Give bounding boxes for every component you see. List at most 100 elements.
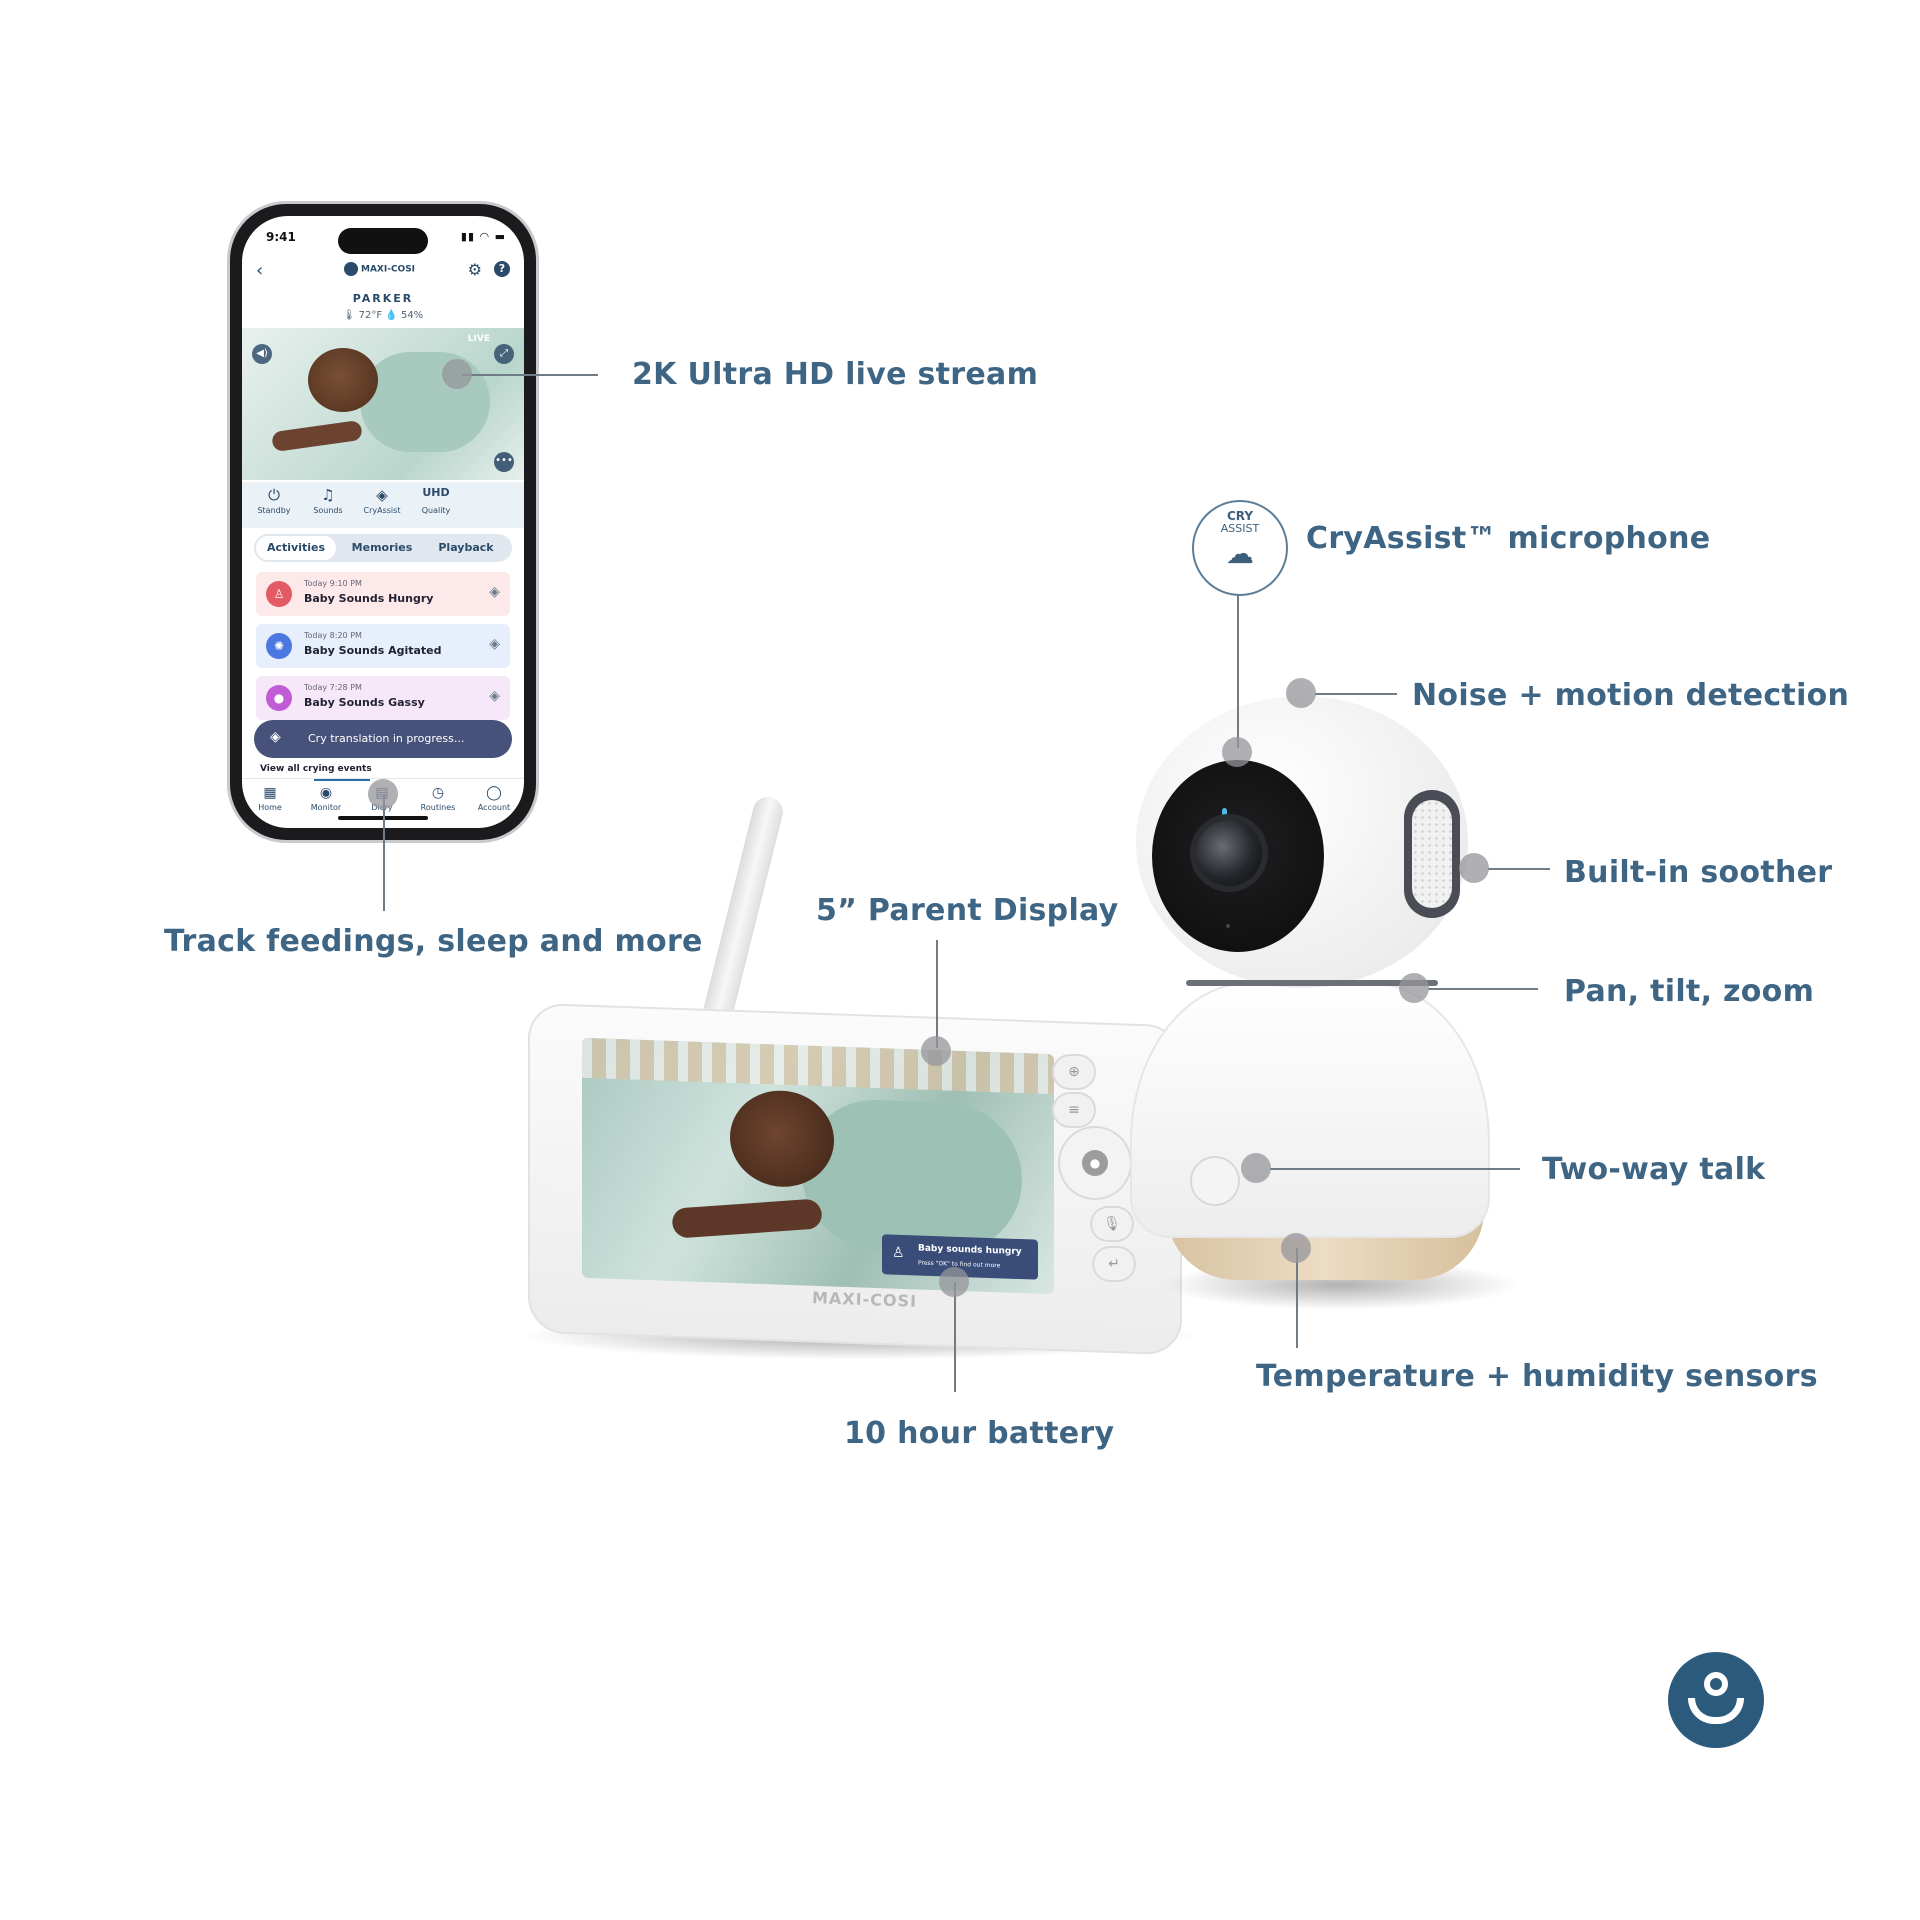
callout-track: Track feedings, sleep and more — [164, 924, 703, 959]
badge-line-1: CRY — [1226, 509, 1254, 523]
control-sounds[interactable]: ♫Sounds — [298, 486, 358, 515]
nav-home[interactable]: ▦Home — [242, 785, 298, 812]
display-antenna — [696, 793, 787, 1044]
leader-line — [1488, 868, 1550, 870]
nav-label: Monitor — [310, 803, 342, 812]
baby-body — [802, 1097, 1022, 1256]
logo-head — [1704, 1672, 1728, 1696]
callout-dot — [368, 779, 398, 809]
expand-icon[interactable]: ⤢ — [494, 344, 514, 364]
ok-icon[interactable]: ● — [1082, 1150, 1108, 1176]
talk-button[interactable]: 🎙 — [1090, 1206, 1134, 1242]
nav-indicator — [314, 779, 370, 781]
two-way-talk-button[interactable] — [1190, 1156, 1240, 1206]
live-label: LIVE — [467, 334, 490, 344]
callout-two-way: Two-way talk — [1542, 1152, 1766, 1187]
more-icon[interactable]: ••• — [494, 452, 514, 472]
nav-label: Routines — [420, 803, 456, 812]
control-quality[interactable]: UHD Quality — [406, 486, 466, 515]
bottle-icon: ♙ — [266, 581, 292, 607]
cry-translation-toast: ◈ Cry translation in progress... — [254, 720, 512, 758]
camera-led — [1222, 808, 1227, 818]
nav-monitor[interactable]: ◉ Monitor — [298, 785, 354, 812]
toast-text: Cry translation in progress... — [308, 732, 465, 745]
control-bar: ⏻Standby ♫Sounds ◈CryAssist UHD Quality — [242, 482, 524, 528]
callout-live-stream: 2K Ultra HD live stream — [632, 357, 1039, 392]
nav-label: Account — [477, 803, 511, 812]
list-item[interactable]: ♙ Today 9:10 PM Baby Sounds Hungry ◈ — [256, 572, 510, 616]
help-icon[interactable]: ? — [494, 261, 510, 277]
baby-head — [730, 1088, 834, 1189]
control-standby[interactable]: ⏻Standby — [244, 486, 304, 515]
leader-line — [1315, 693, 1397, 695]
callout-cryassist: CryAssist™ microphone — [1306, 521, 1711, 556]
bottle-icon: ♙ — [892, 1244, 905, 1262]
camera-lower-body — [1130, 982, 1490, 1238]
baby-arm — [670, 1198, 824, 1239]
callout-dot — [921, 1036, 951, 1066]
back-icon[interactable]: ‹ — [256, 260, 264, 281]
leader-line — [954, 1282, 956, 1392]
activity-time: Today 7:28 PM — [304, 683, 362, 692]
brand-mark-icon — [344, 262, 358, 276]
callout-dot — [1286, 678, 1316, 708]
gear-icon[interactable]: ⚙ — [467, 260, 482, 279]
list-item[interactable]: ● Today 7:28 PM Baby Sounds Gassy ◈ — [256, 676, 510, 720]
cryassist-icon: ◈ — [489, 636, 500, 652]
display-buttons: ⊕ ≡ ● 🎙 ↵ — [1052, 1050, 1142, 1282]
nav-label: Home — [258, 803, 282, 812]
list-item[interactable]: ✺ Today 8:20 PM Baby Sounds Agitated ◈ — [256, 624, 510, 668]
camera-lens — [1196, 820, 1262, 886]
leader-line — [383, 795, 385, 911]
baby-head — [308, 348, 378, 412]
activity-title: Baby Sounds Gassy — [304, 696, 425, 709]
tab-memories[interactable]: Memories — [351, 541, 413, 554]
standby-icon: ⏻ — [268, 486, 280, 504]
display-brand: MAXI-COSI — [811, 1288, 918, 1311]
cryassist-badge: CRY ASSIST ☁ — [1192, 500, 1288, 596]
tab-playback[interactable]: Playback — [438, 541, 494, 554]
phone-screen: 9:41 ▮▮ ◠ ▬ ‹ MAXI-COSI ⚙ ? PARKER 🌡 72°… — [242, 216, 524, 828]
callout-dot — [1222, 737, 1252, 767]
callout-dot — [442, 359, 472, 389]
cryassist-icon: ◈ — [489, 688, 500, 704]
badge-line-2: ASSIST — [1220, 522, 1260, 535]
cryassist-icon: ◈ — [270, 729, 281, 745]
callout-dot — [1399, 973, 1429, 1003]
nav-account[interactable]: ◯Account — [466, 785, 522, 812]
leader-line — [1270, 1168, 1520, 1170]
activity-title: Baby Sounds Agitated — [304, 644, 442, 657]
camera-microphone — [1226, 924, 1230, 928]
control-cryassist[interactable]: ◈CryAssist — [352, 486, 412, 515]
callout-dot — [1281, 1233, 1311, 1263]
callout-soother: Built-in soother — [1564, 855, 1833, 890]
volume-icon[interactable]: ◀) — [252, 344, 272, 364]
callout-temperature: Temperature + humidity sensors — [1256, 1359, 1818, 1394]
back-button[interactable]: ↵ — [1092, 1246, 1136, 1282]
callout-battery: 10 hour battery — [844, 1416, 1115, 1451]
nav-routines[interactable]: ◷ Routines — [410, 785, 466, 812]
monitor-icon: ◉ — [319, 785, 333, 801]
direction-pad[interactable]: ● — [1058, 1126, 1132, 1200]
callout-dot — [939, 1267, 969, 1297]
clock-icon: ◷ — [431, 785, 445, 801]
zoom-button[interactable]: ⊕ — [1052, 1054, 1096, 1090]
callout-noise: Noise + motion detection — [1412, 678, 1850, 713]
callout-parent-display: 5” Parent Display — [816, 893, 1119, 928]
activity-title: Baby Sounds Hungry — [304, 592, 434, 605]
camera-band — [1186, 980, 1438, 986]
view-all-link[interactable]: View all crying events — [260, 764, 372, 774]
callout-dot — [1241, 1153, 1271, 1183]
alert-title: Baby sounds hungry — [918, 1243, 1022, 1258]
cloud-icon: ☁ — [1226, 537, 1254, 570]
smartphone: 9:41 ▮▮ ◠ ▬ ‹ MAXI-COSI ⚙ ? PARKER 🌡 72°… — [230, 204, 536, 840]
menu-button[interactable]: ≡ — [1052, 1092, 1096, 1128]
cryassist-icon: ◈ — [376, 486, 388, 504]
live-video[interactable]: LIVE ◀) ⤢ ••• — [242, 328, 524, 480]
uhd-icon: UHD — [422, 486, 450, 499]
logo-cradle — [1688, 1698, 1744, 1724]
control-label: Quality — [421, 506, 451, 515]
brand-logo — [1668, 1652, 1764, 1748]
tab-activities[interactable]: Activities — [256, 536, 336, 560]
environment-readout: 🌡 72°F 💧 54% — [342, 310, 424, 321]
